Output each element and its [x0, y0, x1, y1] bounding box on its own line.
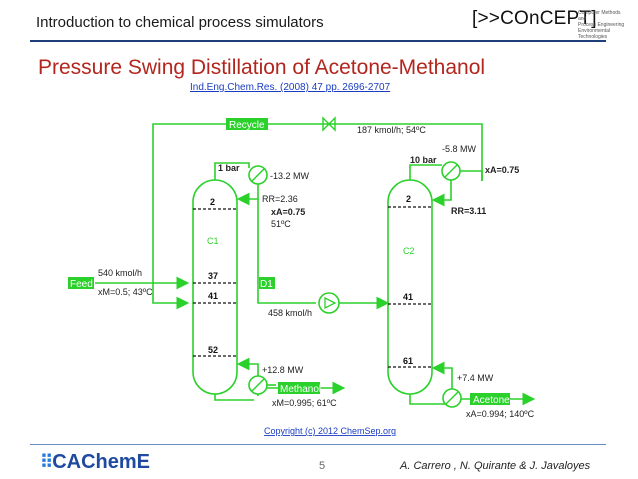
c1-stage-number: 2: [210, 197, 215, 207]
logo-sub-line: Environmental Technologies: [578, 28, 610, 40]
c2-stage-number: 41: [403, 292, 413, 302]
acetone-label: Acetone: [473, 395, 510, 406]
footer-divider: [30, 444, 606, 445]
c2-condenser-duty: -5.8 MW: [442, 144, 477, 154]
c1-stage-number: 37: [208, 271, 218, 281]
page-number: 5: [319, 460, 326, 472]
c1-name: C1: [207, 236, 219, 246]
recycle-conditions: 187 kmol/h; 54ºC: [357, 125, 426, 135]
c1-bottom-line: [214, 394, 254, 401]
c2-stage-number: 61: [403, 356, 413, 366]
reference-link[interactable]: Ind.Eng.Chem.Res. (2008) 47 pp. 2696-270…: [190, 82, 391, 93]
concept-logo-subtitle: Computer Methods and Process Engineering…: [578, 10, 628, 40]
recycle-line: [152, 123, 483, 310]
c2-top-composition: xA=0.75: [485, 165, 519, 175]
c2-pressure: 10 bar: [410, 155, 437, 165]
authors: A. Carrero , N. Quirante & J. Javaloyes: [400, 460, 591, 472]
c2-name: C2: [403, 246, 415, 256]
recycle-label: Recycle: [229, 120, 265, 131]
c1-stage-number: 41: [208, 291, 218, 301]
presentation-title: Introduction to chemical process simulat…: [36, 14, 324, 31]
c1-stage-number: 52: [208, 345, 218, 355]
methanol-composition: xM=0.995; 61ºC: [272, 398, 337, 408]
c1-reflux-line: [236, 184, 259, 206]
logo-sub-line: Process Engineering: [578, 22, 625, 28]
feed-flow: 540 kmol/h: [98, 268, 142, 278]
c1-condenser-duty: -13.2 MW: [270, 171, 310, 181]
logo-dots-icon: ⠿: [40, 452, 53, 472]
d1-label: D1: [260, 279, 273, 290]
copyright-link: Copyright (c) 2012 ChemSep.org: [264, 426, 396, 436]
concept-logo: [>>COnCEPT]: [472, 8, 597, 29]
methanol-label: Methanol: [280, 384, 321, 395]
cacheme-logo: ⠿CAChemE: [40, 451, 150, 474]
d1-flow: 458 kmol/h: [268, 308, 312, 318]
c1-reflux-ratio: RR=2.36: [262, 194, 298, 204]
c2-reboiler-duty: +7.4 MW: [457, 373, 494, 383]
c1-top-composition: xA=0.75: [271, 207, 305, 217]
c1-reboiler-duty: +12.8 MW: [262, 365, 304, 375]
c1-pressure: 1 bar: [218, 163, 240, 173]
c2-stage-number: 2: [406, 194, 411, 204]
feed-composition: xM=0.5; 43ºC: [98, 287, 153, 297]
c1-vapor-line: [214, 162, 250, 180]
valve-icon: [322, 116, 336, 132]
c2-reflux-ratio: RR=3.11: [451, 206, 486, 216]
header-divider: [30, 40, 606, 42]
column-c1: [192, 179, 238, 395]
d1-line: [257, 199, 316, 304]
c1-top-temperature: 51ºC: [271, 219, 291, 229]
cacheme-logo-text: CAChemE: [52, 451, 150, 473]
acetone-composition: xA=0.994; 140ºC: [466, 409, 535, 419]
logo-sub-line: Computer Methods and: [578, 10, 621, 22]
slide-title: Pressure Swing Distillation of Acetone-M…: [38, 56, 486, 79]
feed-label: Feed: [70, 279, 93, 290]
